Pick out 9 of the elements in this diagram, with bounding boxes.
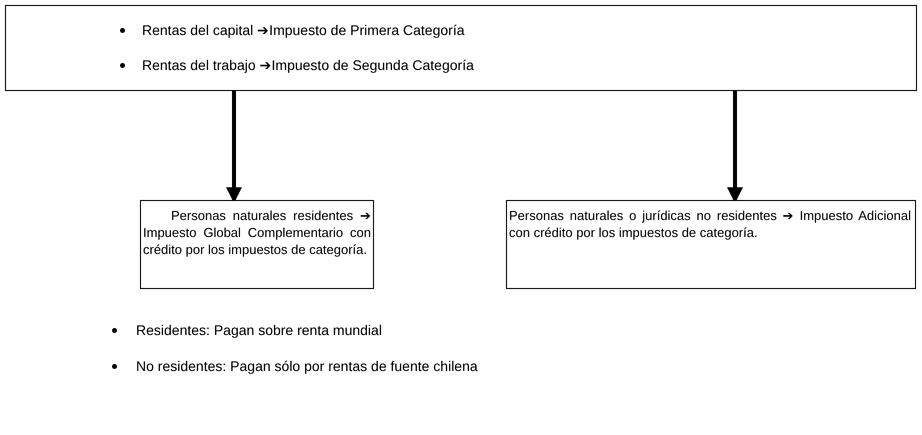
box-text: Personas naturales residentes ➔ Impuesto Global Complementario con crédito por los impuestos de categoría. xyxy=(143,207,371,258)
note-text: Residentes: Pagan sobre renta mundial xyxy=(136,321,382,340)
box-text: Rentas del trabajo ➔Impuesto de Segunda Categoría xyxy=(142,56,474,75)
box-text: Personas naturales o jurídicas no residentes ➔ Impuesto Adicional con crédito por los impuestos de categoría. xyxy=(509,207,911,241)
box-text: Rentas del capital ➔Impuesto de Primera Categoría xyxy=(142,21,464,40)
process-box xyxy=(5,5,917,91)
process-box xyxy=(140,200,374,289)
note-text: No residentes: Pagan sólo por rentas de fuente chilena xyxy=(136,357,478,376)
process-box xyxy=(506,200,916,289)
